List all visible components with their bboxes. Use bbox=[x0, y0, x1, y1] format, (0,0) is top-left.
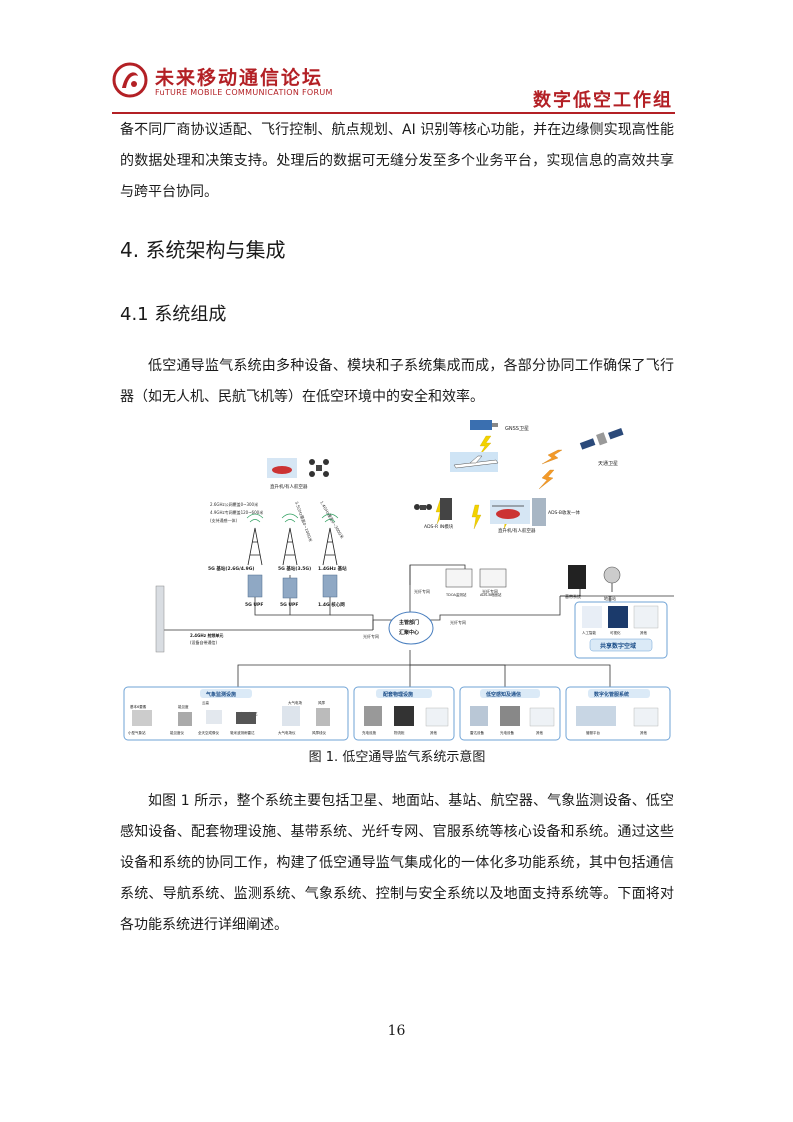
adsb-ground-station-icon bbox=[479, 568, 507, 588]
org-name-en: FuTURE MOBILE COMMUNICATION FORUM bbox=[155, 88, 333, 97]
label-beam2: 1.4GHz覆盖0~3000米 bbox=[319, 500, 346, 540]
svg-text:小型气象站: 小型气象站 bbox=[128, 730, 146, 735]
ads-r-module-icon bbox=[440, 498, 452, 520]
svg-text:基本6要素: 基本6要素 bbox=[130, 704, 147, 709]
label-gnss: GNSS卫星 bbox=[505, 426, 529, 432]
intro-paragraph: 备不同厂商协议适配、飞行控制、航点规划、AI 识别等核心功能，并在边缘侧实现高性… bbox=[120, 122, 674, 200]
label-heli-right: 直升机/有人航空器 bbox=[498, 527, 536, 534]
group-weather: 气象监测设施 基本6要素 能见度 云高 电磁波雷达 大气电场 风廓 小型气象站 … bbox=[123, 686, 349, 741]
svg-text:风廓线仪: 风廓线仪 bbox=[312, 730, 326, 735]
label-hub1: 主管部门 bbox=[399, 619, 419, 626]
label-fiber4: 光纤专网 bbox=[450, 619, 466, 625]
label-hub2: 汇聚中心 bbox=[399, 629, 419, 636]
label-ant2: (设备自带通信) bbox=[190, 639, 218, 645]
label-bs-14: 1.4GHz 基站 bbox=[318, 565, 347, 572]
label-freq1: 2.6GHz公网覆盖0~300米 bbox=[210, 501, 258, 507]
baseband-icon bbox=[568, 565, 586, 589]
gnss-satellite-icon bbox=[470, 420, 498, 430]
label-shared-other: 其他 bbox=[640, 630, 648, 635]
page-header: 未来移动通信论坛 FuTURE MOBILE COMMUNICATION FOR… bbox=[0, 0, 793, 118]
svg-text:充电设施: 充电设施 bbox=[362, 730, 376, 735]
drone-left-icon bbox=[309, 459, 329, 477]
ads-b-module-icon bbox=[532, 498, 546, 526]
svg-text:云高: 云高 bbox=[202, 700, 209, 705]
label-baseband: 基带系统 bbox=[565, 593, 581, 599]
system-diagram: GNSS卫星 天通卫星 直升机/有人航空器 ADS-R IN模块 ADS-B收发… bbox=[123, 420, 674, 741]
helicopter-right-icon bbox=[490, 500, 530, 524]
label-adsb-gs: ADS-B地面站 bbox=[480, 592, 502, 597]
forum-logo-icon bbox=[112, 62, 148, 98]
label-ant1: 2.4GHz 射频单元 bbox=[190, 632, 223, 638]
label-ads-r: ADS-R IN模块 bbox=[424, 523, 454, 530]
svg-text:光电设备: 光电设备 bbox=[500, 730, 514, 735]
label-shared-title: 共享数字空域 bbox=[600, 642, 636, 650]
svg-text:配套物理设施: 配套物理设施 bbox=[383, 691, 413, 698]
group-digital: 数字化管服系统 管服平台 其他 bbox=[565, 686, 671, 741]
core-servers bbox=[247, 574, 338, 599]
drone-icon-left bbox=[414, 504, 432, 510]
ground-station-dish-icon bbox=[603, 566, 621, 592]
svg-text:全天空成像仪: 全天空成像仪 bbox=[198, 730, 219, 735]
label-tiantong: 天通卫星 bbox=[598, 460, 618, 467]
svg-text:大气电场仪: 大气电场仪 bbox=[278, 730, 296, 735]
label-fiber1: 光纤专网 bbox=[414, 588, 430, 594]
svg-text:低空感知及通信: 低空感知及通信 bbox=[485, 691, 521, 698]
label-bs-5g: 5G 基站(2.6G/4.9G) bbox=[208, 565, 254, 572]
group-physical: 配套物理设施 充电设施 物流柜 其他 bbox=[353, 686, 455, 741]
tdoa-station-icon bbox=[445, 568, 473, 588]
label-bs-5g35: 5G 基站(3.5G) bbox=[278, 565, 311, 572]
airplane-icon bbox=[450, 452, 499, 472]
section-title: 4. 系统架构与集成 bbox=[120, 238, 286, 262]
header-divider bbox=[112, 112, 675, 114]
label-freq2: 4.9GHz专网覆盖120~600米 bbox=[210, 509, 263, 515]
composition-paragraph: 低空通导监气系统由多种设备、模块和子系统集成而成，各部分协同工作确保了飞行器（如… bbox=[120, 358, 674, 405]
figure-caption: 图 1. 低空通导监气系统示意图 bbox=[308, 750, 486, 765]
antenna-pole-icon bbox=[155, 585, 165, 653]
tiantong-satellite-icon bbox=[579, 428, 624, 450]
label-upf2: 5G UPF bbox=[280, 602, 298, 608]
svg-text:数字化管服系统: 数字化管服系统 bbox=[594, 691, 629, 698]
label-fiber2: 光纤专网 bbox=[482, 588, 498, 594]
label-heli-left: 直升机/有人航空器 bbox=[270, 483, 308, 490]
label-tdoa: TDOA监测站 bbox=[445, 592, 467, 597]
page-number: 16 bbox=[387, 1023, 406, 1039]
label-freq3: (支持通感一体) bbox=[210, 517, 238, 523]
helicopter-left-icon bbox=[267, 458, 297, 478]
svg-text:大气电场: 大气电场 bbox=[288, 700, 302, 705]
svg-text:能见度仪: 能见度仪 bbox=[170, 730, 184, 735]
figure-description-paragraph: 如图 1 所示，整个系统主要包括卫星、地面站、基站、航空器、气象监测设备、低空感… bbox=[120, 793, 674, 933]
svg-text:雷达设备: 雷达设备 bbox=[470, 730, 484, 735]
org-name-cn: 未来移动通信论坛 bbox=[155, 67, 324, 89]
svg-text:能见度: 能见度 bbox=[178, 704, 189, 709]
label-ads-b: ADS-B收发一体 bbox=[548, 509, 580, 516]
label-core14: 1.4G 核心网 bbox=[318, 601, 345, 608]
label-shared-vis: 可视化 bbox=[610, 630, 621, 635]
base-station-towers bbox=[247, 527, 338, 566]
svg-text:其他: 其他 bbox=[640, 730, 648, 735]
svg-text:其他: 其他 bbox=[430, 730, 438, 735]
label-fiber3: 光纤专网 bbox=[363, 633, 379, 639]
svg-text:其他: 其他 bbox=[536, 730, 544, 735]
label-upf1: 5G UPF bbox=[245, 602, 263, 608]
label-beam1: 3.5GHz覆盖0~1000米 bbox=[294, 500, 314, 542]
svg-text:管服平台: 管服平台 bbox=[586, 730, 600, 735]
label-ground: 地面站 bbox=[604, 595, 616, 601]
working-group-title: 数字低空工作组 bbox=[533, 90, 673, 111]
svg-text:毫米波测雨雷达: 毫米波测雨雷达 bbox=[230, 730, 255, 735]
group-sensing: 低空感知及通信 雷达设备 光电设备 其他 bbox=[459, 686, 561, 741]
hub-cloud-icon bbox=[388, 611, 434, 645]
label-shared-ai: 人工智能 bbox=[582, 630, 596, 635]
svg-text:气象监测设施: 气象监测设施 bbox=[205, 691, 236, 698]
svg-text:物流柜: 物流柜 bbox=[394, 730, 405, 735]
subsection-title: 4.1 系统组成 bbox=[120, 304, 227, 325]
svg-text:风廓: 风廓 bbox=[318, 700, 326, 705]
